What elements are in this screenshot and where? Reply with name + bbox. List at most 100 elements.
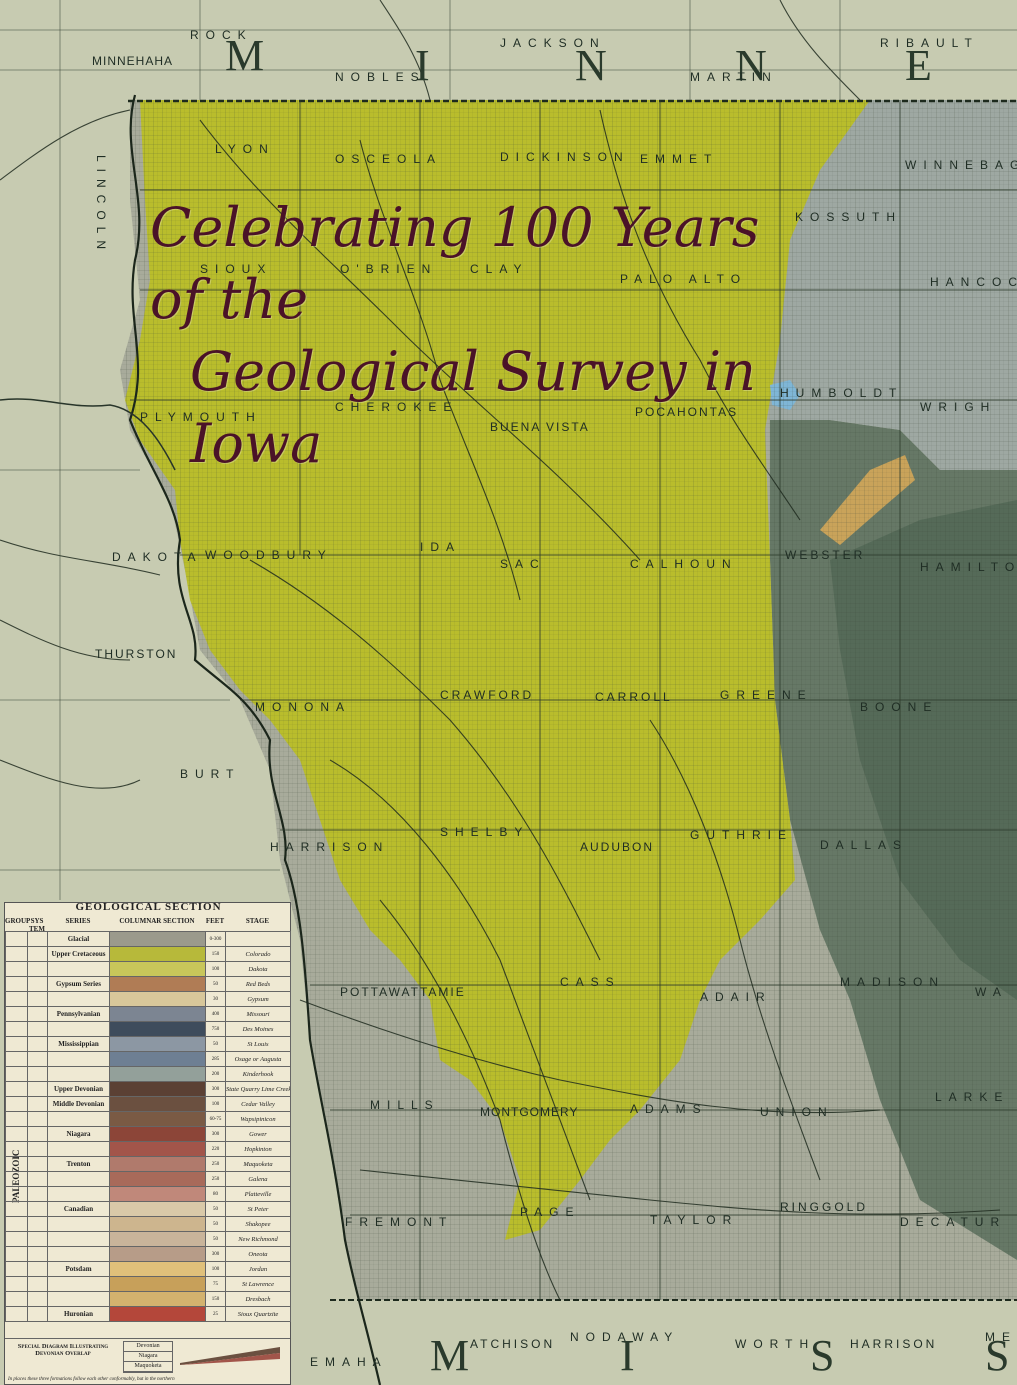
special-diagram-caption: Special Diagram Illustrating Devonian Ov…	[17, 1343, 109, 1357]
system-cell	[27, 1096, 48, 1112]
system-cell	[27, 1306, 48, 1322]
group-cell	[5, 1276, 28, 1292]
feet-cell: 100	[205, 1261, 226, 1277]
system-cell	[27, 931, 48, 947]
label-burt: BURT	[180, 767, 241, 781]
system-cell	[27, 961, 48, 977]
feet-cell: 60-75	[205, 1111, 226, 1127]
state-letter-i: I	[415, 41, 430, 90]
label-lincoln: LINCOLN	[94, 155, 108, 257]
group-cell	[5, 1231, 28, 1247]
group-cell	[5, 1006, 28, 1022]
series-cell	[47, 1216, 110, 1232]
county-page: PAGE	[520, 1205, 581, 1219]
feet-cell: 250	[205, 1156, 226, 1172]
feet-cell: 50	[205, 1216, 226, 1232]
county-guthrie: GUTHRIE	[690, 828, 793, 842]
county-cherokee: CHEROKEE	[335, 400, 459, 414]
label-jackson: JACKSON	[500, 36, 606, 50]
stage-cell: Shakopee	[225, 1216, 291, 1232]
system-cell	[27, 1006, 48, 1022]
county-shelby: SHELBY	[440, 825, 530, 839]
column-swatch	[109, 1051, 206, 1067]
label-rock: ROCK	[190, 28, 253, 42]
feet-cell: 0-300	[205, 931, 226, 947]
system-cell	[27, 1156, 48, 1172]
stage-cell: Gower	[225, 1126, 291, 1142]
system-cell	[27, 1231, 48, 1247]
group-cell	[5, 1141, 28, 1157]
county-fremont: FREMONT	[345, 1215, 454, 1229]
series-cell	[47, 1066, 110, 1082]
group-cell	[5, 1171, 28, 1187]
feet-cell: 300	[205, 1081, 226, 1097]
label-martin: MARTIN	[690, 70, 778, 84]
overlap-diagram	[180, 1347, 280, 1365]
series-cell: Glacial	[47, 931, 110, 947]
county-wright: WRIGH	[920, 400, 997, 414]
system-cell	[27, 1171, 48, 1187]
group-cell	[5, 1306, 28, 1322]
county-sac: SAC	[500, 557, 546, 571]
feet-cell: 250	[205, 1171, 226, 1187]
feet-cell: 100	[205, 1096, 226, 1112]
county-adair: ADAIR	[700, 990, 772, 1004]
series-cell: Canadian	[47, 1201, 110, 1217]
stage-cell: Dresbach	[225, 1291, 291, 1307]
series-cell	[47, 1291, 110, 1307]
special-label-maquoketa: Maquoketa	[124, 1362, 172, 1372]
header-system: SYS TEM	[29, 917, 45, 933]
system-cell	[27, 1291, 48, 1307]
header-column: COLUMNAR SECTION	[119, 917, 195, 925]
stage-cell: Galena	[225, 1171, 291, 1187]
feet-cell: 100	[205, 961, 226, 977]
series-cell	[47, 1021, 110, 1037]
series-cell	[47, 961, 110, 977]
stage-cell: New Richmond	[225, 1231, 291, 1247]
special-diagram-labels: Devonian Niagara Maquoketa	[123, 1341, 173, 1373]
feet-cell: 400	[205, 1006, 226, 1022]
series-cell: Middle Devonian	[47, 1096, 110, 1112]
state-letter-mo-s1: S	[810, 1331, 835, 1380]
county-lyon: LYON	[215, 142, 275, 156]
label-atchison: ATCHISON	[470, 1337, 556, 1351]
system-cell	[27, 1081, 48, 1097]
group-cell	[5, 1216, 28, 1232]
county-dickinson: DICKINSON	[500, 150, 630, 164]
column-swatch	[109, 1141, 206, 1157]
series-cell: Niagara	[47, 1126, 110, 1142]
state-letter-n2: N	[735, 41, 767, 90]
state-letter-mo-i: I	[620, 1331, 635, 1380]
system-cell	[27, 946, 48, 962]
label-mercer: MER	[985, 1330, 1017, 1344]
county-mills: MILLS	[370, 1098, 440, 1112]
system-cell	[27, 1276, 48, 1292]
label-nodaway: NODAWAY	[570, 1330, 680, 1344]
group-cell	[5, 1081, 28, 1097]
county-montgomery: MONTGOMERY	[480, 1105, 579, 1119]
geological-section-legend: GEOLOGICAL SECTION GROUP SYS TEM SERIES …	[4, 901, 291, 1385]
system-cell	[27, 976, 48, 992]
group-cell	[5, 1051, 28, 1067]
column-swatch	[109, 991, 206, 1007]
county-ida: IDA	[420, 540, 462, 554]
column-swatch	[109, 1186, 206, 1202]
county-crawford: CRAWFORD	[440, 688, 535, 702]
series-cell	[47, 1186, 110, 1202]
county-harrison: HARRISON	[270, 840, 390, 854]
series-cell	[47, 991, 110, 1007]
column-swatch	[109, 1111, 206, 1127]
